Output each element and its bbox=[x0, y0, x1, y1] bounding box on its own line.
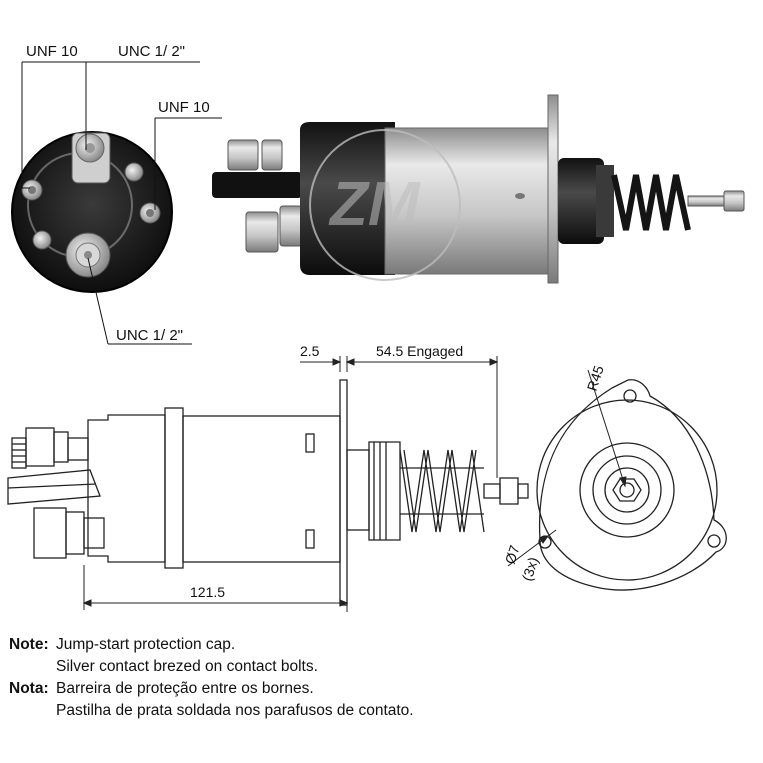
nota-line-1: Barreira de proteção entre os bornes. bbox=[56, 680, 314, 697]
dim-hole-count: (3x) bbox=[519, 555, 542, 583]
dim-flange-gap: 2.5 bbox=[300, 343, 320, 359]
note-line-1: Jump-start protection cap. bbox=[56, 636, 236, 653]
nota-key: Nota: bbox=[9, 680, 49, 697]
side-view-photo: ZM bbox=[212, 94, 745, 284]
end-view-photo bbox=[11, 131, 173, 293]
note-line-2: Silver contact brezed on contact bolts. bbox=[56, 658, 318, 675]
callout-unf10-top: UNF 10 bbox=[26, 43, 78, 60]
front-view-drawing bbox=[536, 379, 727, 591]
side-elevation-drawing bbox=[7, 379, 529, 606]
callout-unc-bottom: UNC 1/ 2" bbox=[116, 327, 183, 344]
front-dimension-lines bbox=[507, 369, 627, 567]
dim-length: 121.5 bbox=[190, 584, 225, 600]
callout-unc-top: UNC 1/ 2" bbox=[118, 43, 185, 60]
callout-lines bbox=[21, 61, 222, 345]
callout-unf10-right: UNF 10 bbox=[158, 99, 210, 116]
dimension-lines bbox=[82, 356, 499, 612]
watermark-text: ZM bbox=[328, 170, 421, 239]
notes-block: Note: Jump-start protection cap. Silver c… bbox=[9, 634, 749, 722]
dim-hole-dia: Ø7 bbox=[502, 543, 523, 566]
dim-radius: R45 bbox=[584, 363, 607, 393]
nota-line-2: Pastilha de prata soldada nos parafusos … bbox=[56, 702, 414, 719]
dim-engaged: 54.5 Engaged bbox=[376, 343, 463, 359]
note-key: Note: bbox=[9, 636, 49, 653]
